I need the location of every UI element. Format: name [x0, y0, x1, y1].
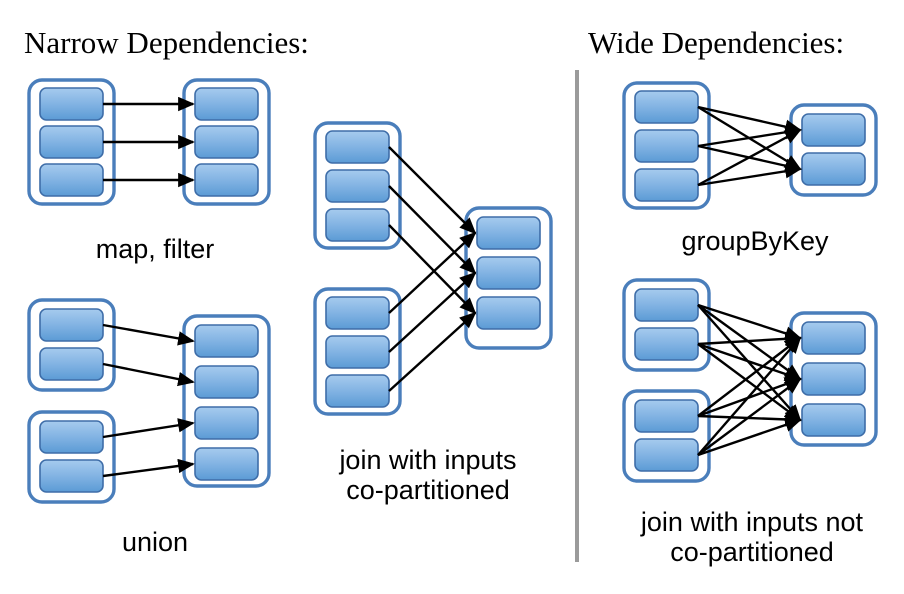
partition-box[interactable] [634, 327, 699, 361]
partition-box[interactable] [194, 163, 259, 197]
partition-box[interactable] [634, 129, 699, 163]
caption-map-filter: map, filter [96, 234, 215, 264]
partition-box[interactable] [801, 362, 866, 396]
dependency-arrow [388, 271, 477, 353]
dependency-arrow [388, 185, 477, 275]
rdd-container-source[interactable] [313, 121, 402, 250]
figures-layer [27, 78, 878, 504]
partition-box[interactable] [634, 288, 699, 322]
dependency-arrow [697, 105, 802, 134]
partition-box[interactable] [39, 459, 104, 493]
partition-box[interactable] [39, 347, 104, 381]
dependency-arrow [102, 458, 195, 478]
rdd-container-target[interactable] [789, 103, 878, 197]
partition-box[interactable] [39, 420, 104, 454]
caption-join-not-copartitioned-line1: join with inputs not [640, 507, 864, 537]
dependency-arrow [388, 231, 477, 314]
partition-box[interactable] [194, 406, 259, 440]
partition-box[interactable] [801, 113, 866, 147]
join-copartitioned-figure [313, 121, 553, 416]
dependency-arrow [388, 146, 477, 235]
partition-box[interactable] [39, 163, 104, 197]
partition-box[interactable] [39, 125, 104, 159]
rdd-container-outline [182, 314, 271, 488]
dependency-arrow [697, 336, 802, 456]
partition-box[interactable] [634, 90, 699, 124]
partition-box[interactable] [325, 208, 390, 242]
dependency-arrow [697, 336, 802, 417]
dependency-arrow [697, 342, 802, 381]
dependency-arrow [388, 311, 477, 392]
rdd-container-target[interactable] [789, 311, 878, 447]
caption-union: union [122, 527, 188, 557]
caption-join-not-copartitioned-line2: co-partitioned [670, 537, 834, 567]
group-by-key-figure [622, 81, 878, 210]
dependency-arrow [697, 331, 802, 347]
union-figure [27, 298, 271, 504]
partition-box[interactable] [476, 256, 541, 290]
partition-box[interactable] [801, 152, 866, 186]
rdd-container-target[interactable] [182, 78, 271, 206]
dependency-arrow [697, 303, 802, 341]
partition-box[interactable] [194, 125, 259, 159]
caption-join-copartitioned-line2: co-partitioned [346, 475, 510, 505]
partition-box[interactable] [194, 324, 259, 358]
partition-box[interactable] [634, 399, 699, 433]
rdd-container-source[interactable] [27, 298, 116, 392]
rdd-container-source[interactable] [622, 389, 711, 483]
partition-box[interactable] [194, 447, 259, 481]
rdd-container-target[interactable] [182, 314, 271, 488]
partition-box[interactable] [194, 365, 259, 399]
dependency-arrow [697, 125, 802, 148]
rdd-container-target[interactable] [464, 206, 553, 350]
rdd-container-source[interactable] [622, 81, 711, 210]
rdd-container-source[interactable] [27, 410, 116, 504]
partition-box[interactable] [325, 335, 390, 369]
dependency-arrow [697, 164, 802, 187]
dependency-arrow [102, 323, 195, 346]
partition-box[interactable] [801, 321, 866, 355]
partition-box[interactable] [634, 168, 699, 202]
dependency-arrow [102, 362, 195, 387]
partition-box[interactable] [325, 130, 390, 164]
caption-group-by-key: groupByKey [681, 226, 829, 256]
dependency-arrow [697, 418, 802, 457]
partition-box[interactable] [39, 87, 104, 121]
partition-box[interactable] [476, 216, 541, 250]
partition-box[interactable] [39, 308, 104, 342]
rdd-container-source[interactable] [622, 278, 711, 372]
rdd-container-source[interactable] [27, 78, 116, 206]
partition-box[interactable] [476, 296, 541, 330]
partition-box[interactable] [801, 403, 866, 437]
partition-box[interactable] [634, 438, 699, 472]
wide-dependencies-heading: Wide Dependencies: [588, 25, 844, 60]
rdd-container-source[interactable] [313, 287, 402, 416]
dependency-arrow [697, 128, 802, 187]
dependency-arrow [388, 224, 477, 315]
partition-box[interactable] [325, 374, 390, 408]
caption-join-copartitioned-line1: join with inputs [338, 445, 516, 475]
partition-box[interactable] [325, 296, 390, 330]
dependency-arrow [102, 418, 195, 439]
partition-box[interactable] [194, 87, 259, 121]
dependency-arrow [697, 343, 802, 422]
map-filter-figure [27, 78, 271, 206]
partition-box[interactable] [325, 169, 390, 203]
narrow-dependencies-heading: Narrow Dependencies: [24, 25, 309, 60]
dependency-arrow [697, 377, 802, 456]
join-not-copartitioned-figure [622, 278, 878, 483]
